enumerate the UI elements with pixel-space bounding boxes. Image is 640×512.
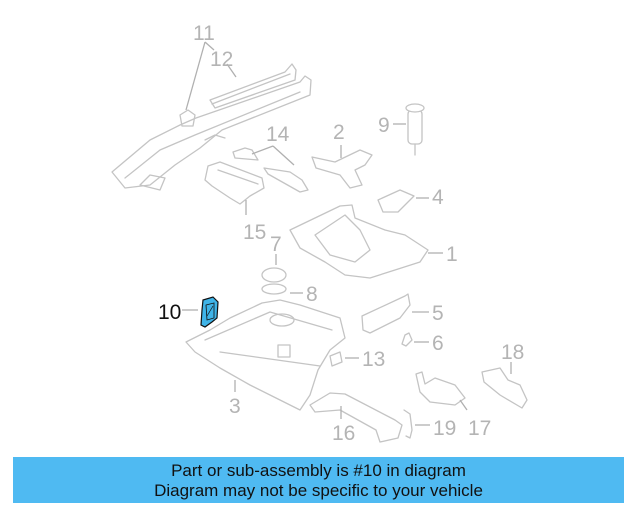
part-15-crossmember[interactable] [204, 161, 265, 205]
callout-5[interactable]: 5 [432, 302, 444, 325]
part-5-rail[interactable] [361, 293, 411, 334]
part-17-panel[interactable] [415, 371, 466, 406]
part-13-plate[interactable] [329, 351, 343, 367]
callout-18[interactable]: 18 [501, 341, 525, 364]
callout-16[interactable]: 16 [332, 422, 356, 445]
part-6-clip[interactable] [401, 332, 413, 347]
info-banner: Part or sub-assembly is #10 in diagram D… [13, 457, 624, 503]
callout-17[interactable]: 17 [468, 417, 492, 440]
part-4-pad[interactable] [377, 189, 415, 213]
callout-14[interactable]: 14 [266, 123, 290, 146]
callout-10[interactable]: 10 [158, 301, 182, 324]
callout-8[interactable]: 8 [306, 283, 318, 306]
part-12-rail-reinforcement[interactable] [209, 63, 297, 109]
part-1-spare-wheel-well[interactable] [289, 204, 429, 279]
callout-2[interactable]: 2 [333, 121, 345, 144]
callout-11[interactable]: 11 [193, 22, 215, 45]
parts-diagram [111, 41, 528, 443]
part-9-bumper[interactable] [405, 103, 425, 156]
part-19-bracket[interactable] [403, 409, 413, 439]
banner-line-part-number: Part or sub-assembly is #10 in diagram [171, 461, 466, 480]
part-7-plug[interactable] [261, 267, 287, 283]
leader-lines [182, 41, 512, 426]
callout-4[interactable]: 4 [432, 186, 444, 209]
callout-12[interactable]: 12 [210, 48, 234, 71]
callout-6[interactable]: 6 [432, 332, 444, 355]
part-14-brackets[interactable] [232, 147, 309, 193]
callout-9[interactable]: 9 [378, 114, 390, 137]
part-2-bracket[interactable] [311, 149, 373, 189]
callout-3[interactable]: 3 [229, 395, 241, 418]
callout-1[interactable]: 1 [446, 243, 458, 266]
part-10-highlighted[interactable] [200, 296, 219, 328]
callout-19[interactable]: 19 [433, 417, 457, 440]
callout-7[interactable]: 7 [270, 233, 282, 256]
part-16-crossmember[interactable] [309, 392, 403, 443]
part-8-seal[interactable] [261, 283, 287, 295]
part-18-panel[interactable] [481, 367, 528, 409]
banner-line-disclaimer: Diagram may not be specific to your vehi… [154, 481, 483, 500]
callout-13[interactable]: 13 [362, 348, 386, 371]
callout-15[interactable]: 15 [243, 221, 267, 244]
part-11-frame-rail[interactable] [111, 75, 312, 191]
part-3-floor-pan[interactable] [185, 299, 346, 411]
